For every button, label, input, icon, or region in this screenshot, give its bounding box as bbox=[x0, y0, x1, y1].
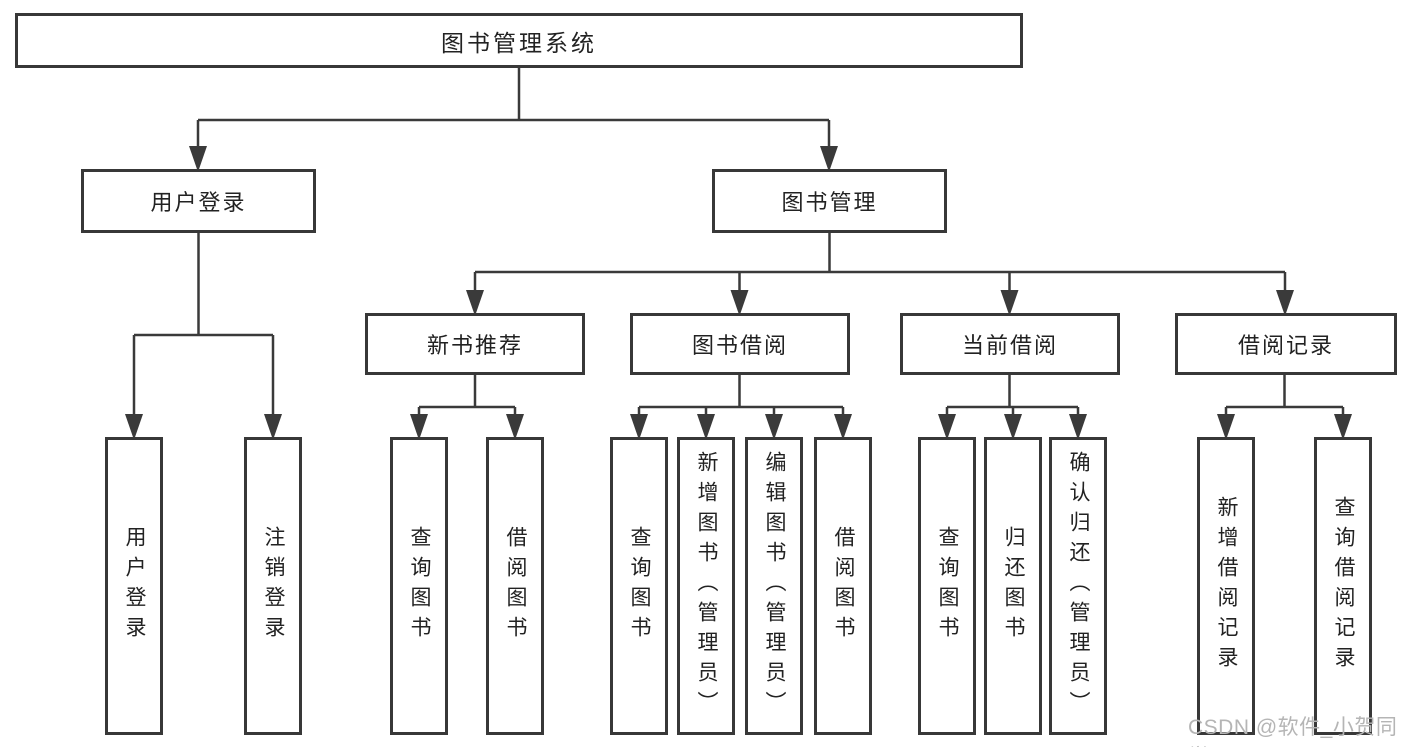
connector-book-borrowing bbox=[637, 375, 845, 418]
node-label: 查询图书 bbox=[936, 526, 959, 646]
arrowhead bbox=[1004, 414, 1022, 440]
leaf-logout: 注销登录 bbox=[244, 437, 302, 735]
arrowhead bbox=[125, 414, 143, 440]
connector-new-book-recommendation bbox=[417, 375, 517, 418]
node-label: 用户登录 bbox=[123, 526, 146, 646]
node-label: 新书推荐 bbox=[426, 333, 523, 358]
node-book-borrowing: 图书借阅 bbox=[630, 313, 850, 375]
node-label: 图书借阅 bbox=[691, 333, 788, 358]
arrowhead bbox=[1217, 414, 1235, 440]
arrowhead bbox=[834, 414, 852, 440]
arrowhead bbox=[1334, 414, 1352, 440]
leaf-rec-query-books: 查询图书 bbox=[390, 437, 448, 735]
arrowhead bbox=[1069, 414, 1087, 440]
arrowhead bbox=[820, 146, 838, 172]
leaf-records-add-borrow-record: 新增借阅记录 bbox=[1197, 437, 1255, 735]
arrowhead bbox=[1000, 290, 1019, 316]
node-label: 图书管理系统 bbox=[441, 29, 597, 56]
node-label: 当前借阅 bbox=[961, 333, 1058, 358]
arrowhead bbox=[697, 414, 715, 440]
node-current-borrowing: 当前借阅 bbox=[900, 313, 1120, 375]
node-label: 查询图书 bbox=[408, 526, 431, 646]
leaf-borrow-borrow-books: 借阅图书 bbox=[814, 437, 872, 735]
node-label: 归还图书 bbox=[1002, 526, 1025, 646]
arrowhead bbox=[410, 414, 428, 440]
arrowhead bbox=[1276, 290, 1294, 316]
node-label: 借阅图书 bbox=[832, 526, 855, 646]
watermark: CSDN @软件_小贺同学 bbox=[1188, 716, 1398, 747]
leaf-current-confirm-return-admin: 确认归还（管理员） bbox=[1049, 437, 1107, 735]
node-label: 新增借阅记录 bbox=[1215, 496, 1238, 676]
arrowhead bbox=[938, 414, 956, 440]
arrowhead bbox=[264, 414, 282, 440]
node-label: 用户登录 bbox=[150, 190, 247, 215]
node-book-management: 图书管理 bbox=[712, 169, 947, 233]
node-user-login: 用户登录 bbox=[81, 169, 316, 233]
node-label: 新增图书（管理员） bbox=[695, 451, 718, 721]
node-label: 查询借阅记录 bbox=[1332, 496, 1355, 676]
arrowhead bbox=[730, 290, 749, 316]
node-new-book-recommendation: 新书推荐 bbox=[365, 313, 585, 375]
arrowhead bbox=[506, 414, 524, 440]
leaf-user-login: 用户登录 bbox=[105, 437, 163, 735]
connector-current-borrowing bbox=[945, 375, 1080, 418]
arrowhead bbox=[630, 414, 648, 440]
leaf-borrow-query-books: 查询图书 bbox=[610, 437, 668, 735]
leaf-records-query-borrow-record: 查询借阅记录 bbox=[1314, 437, 1372, 735]
node-label: 借阅记录 bbox=[1237, 333, 1334, 358]
arrowhead bbox=[189, 146, 207, 172]
leaf-borrow-add-books-admin: 新增图书（管理员） bbox=[677, 437, 735, 735]
connector-root bbox=[196, 68, 831, 150]
node-borrowing-records: 借阅记录 bbox=[1175, 313, 1397, 375]
node-label: 确认归还（管理员） bbox=[1067, 451, 1090, 721]
node-label: 查询图书 bbox=[628, 526, 651, 646]
arrowhead bbox=[765, 414, 783, 440]
leaf-borrow-edit-books-admin: 编辑图书（管理员） bbox=[745, 437, 803, 735]
arrowheads bbox=[125, 146, 1352, 440]
node-label: 注销登录 bbox=[262, 526, 285, 646]
connector-book-management bbox=[473, 233, 1287, 296]
leaf-rec-borrow-books: 借阅图书 bbox=[486, 437, 544, 735]
connector-borrowing-records bbox=[1224, 375, 1345, 418]
connector-user-login bbox=[132, 233, 275, 418]
node-label: 图书管理 bbox=[781, 190, 878, 215]
leaf-current-query-books: 查询图书 bbox=[918, 437, 976, 735]
node-label: 借阅图书 bbox=[504, 526, 527, 646]
node-library-management-system: 图书管理系统 bbox=[15, 13, 1023, 68]
arrowhead bbox=[466, 290, 484, 316]
node-label: 编辑图书（管理员） bbox=[763, 451, 786, 721]
leaf-current-return-books: 归还图书 bbox=[984, 437, 1042, 735]
